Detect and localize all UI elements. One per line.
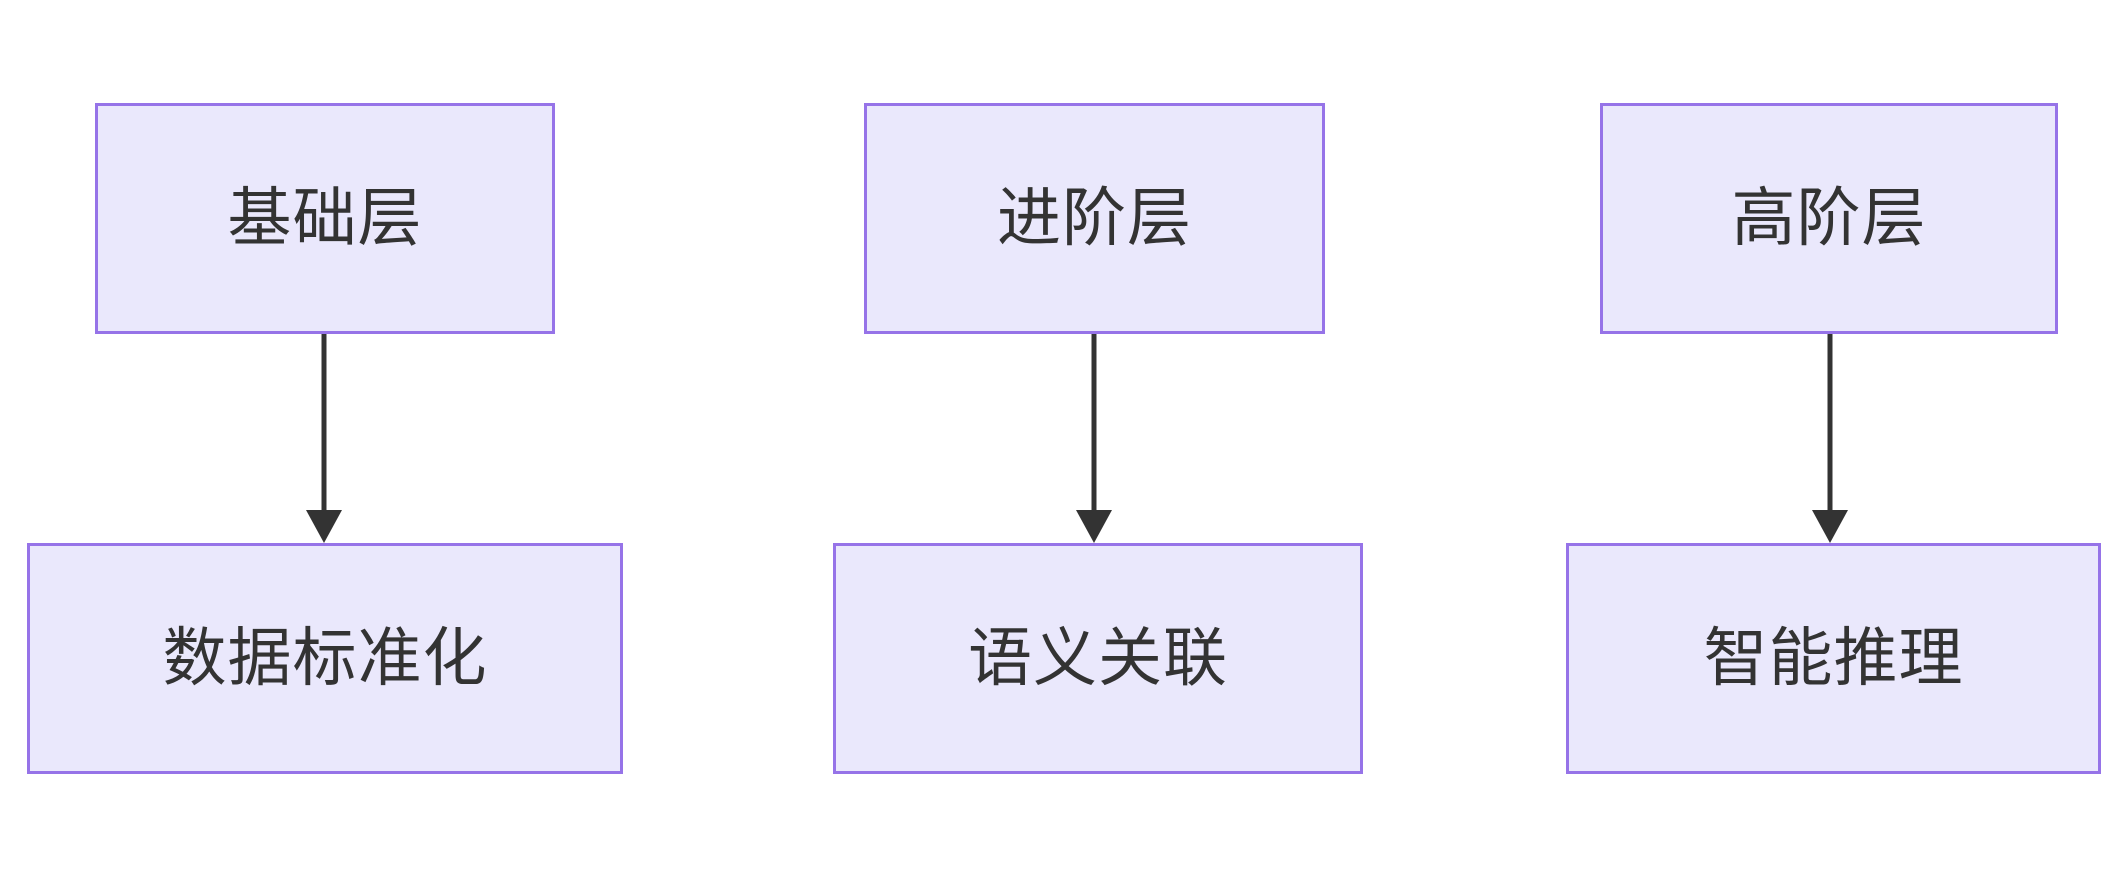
node-label: 基础层	[227, 182, 423, 255]
edge-high-to-reasoning-arrow	[1810, 334, 1850, 543]
node-foundation-layer[interactable]: 基础层	[95, 103, 555, 334]
node-advanced-layer[interactable]: 进阶层	[864, 103, 1325, 334]
edge-advanced-to-semantic-arrow	[1074, 334, 1114, 543]
node-high-layer[interactable]: 高阶层	[1600, 103, 2058, 334]
edge-foundation-to-data-arrow	[304, 334, 344, 543]
node-label: 高阶层	[1731, 182, 1927, 255]
node-intelligent-reasoning[interactable]: 智能推理	[1566, 543, 2101, 774]
node-semantic-association[interactable]: 语义关联	[833, 543, 1363, 774]
node-label: 智能推理	[1703, 622, 1964, 695]
node-label: 数据标准化	[162, 622, 488, 695]
node-data-standardization[interactable]: 数据标准化	[27, 543, 623, 774]
node-label: 进阶层	[997, 182, 1192, 255]
node-label: 语义关联	[968, 622, 1228, 695]
